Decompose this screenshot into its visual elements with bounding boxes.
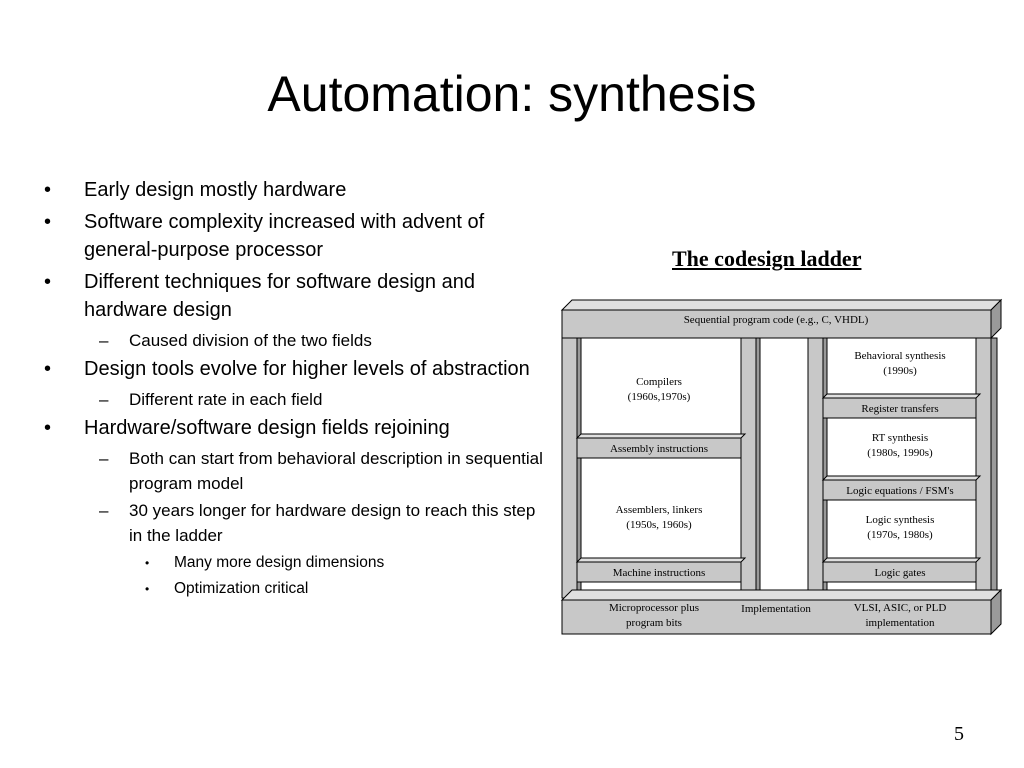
microprocessor-label: Microprocessor plus bbox=[609, 602, 699, 614]
bullet-item: Hardware/software design fields rejoinin… bbox=[44, 414, 544, 442]
logic-eq-rung-depth bbox=[821, 475, 982, 481]
assemblers-date: (1950s, 1960s) bbox=[626, 519, 692, 531]
machine-rung-depth bbox=[575, 557, 747, 563]
sub-bullet-item: Both can start from behavioral descripti… bbox=[44, 446, 544, 496]
sub-sub-bullet-item: Optimization critical bbox=[44, 576, 544, 602]
bullet-item: Different techniques for software design… bbox=[44, 268, 544, 324]
compilers-date: (1960s,1970s) bbox=[628, 391, 691, 403]
assembly-label: Assembly instructions bbox=[610, 443, 708, 455]
gates-rung-depth bbox=[821, 557, 982, 563]
right-rail-shade bbox=[990, 337, 998, 599]
logic-eq-label: Logic equations / FSM's bbox=[846, 485, 953, 497]
machine-rung bbox=[576, 561, 742, 583]
rt-label: RT synthesis bbox=[872, 432, 928, 444]
register-label: Register transfers bbox=[861, 403, 938, 415]
program-bits-label: program bits bbox=[626, 617, 682, 629]
assembly-rung bbox=[576, 437, 742, 459]
left-rail bbox=[561, 337, 578, 599]
assemblers-label: Assemblers, linkers bbox=[616, 504, 703, 516]
register-rung-depth bbox=[821, 393, 982, 399]
top-bar-label: Sequential program code (e.g., C, VHDL) bbox=[684, 314, 869, 326]
assembly-rung-depth bbox=[575, 433, 747, 439]
gates-rung bbox=[822, 561, 977, 583]
compilers-label: Compilers bbox=[636, 376, 682, 388]
top-bar bbox=[561, 309, 992, 339]
slide-title: Automation: synthesis bbox=[267, 66, 757, 122]
gates-label: Logic gates bbox=[874, 567, 925, 579]
bottom-bar bbox=[561, 599, 992, 635]
sub-bullet-item: 30 years longer for hardware design to r… bbox=[44, 498, 544, 548]
bottom-bar-depth bbox=[560, 589, 1003, 601]
sub-bullet-item: Caused division of the two fields bbox=[44, 328, 544, 353]
implementation-label: Implementation bbox=[741, 603, 811, 615]
sub-sub-bullet-item: Many more design dimensions bbox=[44, 550, 544, 576]
logic-synth-date: (1970s, 1980s) bbox=[867, 529, 933, 541]
behavioral-label: Behavioral synthesis bbox=[854, 350, 945, 362]
behavioral-date: (1990s) bbox=[883, 365, 917, 377]
vlsi-label: VLSI, ASIC, or PLD bbox=[854, 602, 947, 614]
logic-eq-rung bbox=[822, 479, 977, 501]
top-bar-depth bbox=[560, 299, 1003, 311]
sub-bullet-item: Different rate in each field bbox=[44, 387, 544, 412]
machine-label: Machine instructions bbox=[613, 567, 706, 579]
bullet-item: Early design mostly hardware bbox=[44, 176, 544, 204]
right-inner-rail bbox=[807, 337, 824, 599]
codesign-ladder-diagram: Sequential program code (e.g., C, VHDL) … bbox=[560, 298, 1005, 638]
bullet-item: Design tools evolve for higher levels of… bbox=[44, 355, 544, 383]
bullet-list: Early design mostly hardware Software co… bbox=[44, 176, 544, 602]
register-rung bbox=[822, 397, 977, 419]
logic-synth-label: Logic synthesis bbox=[866, 514, 935, 526]
vlsi-impl-label: implementation bbox=[865, 617, 935, 629]
left-inner-rail-shade bbox=[755, 337, 761, 599]
slide-number: 5 bbox=[954, 723, 964, 745]
bullet-item: Software complexity increased with adven… bbox=[44, 208, 544, 264]
rt-date: (1980s, 1990s) bbox=[867, 447, 933, 459]
ladder-title: The codesign ladder bbox=[672, 246, 862, 271]
